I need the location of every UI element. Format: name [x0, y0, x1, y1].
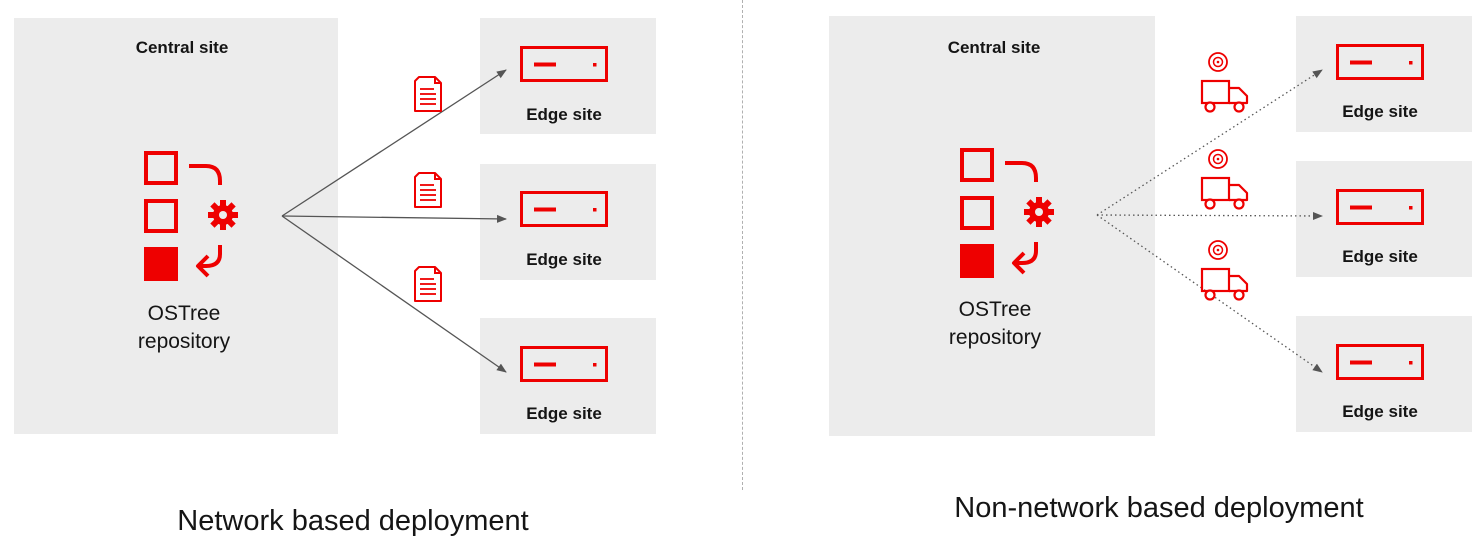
right-edge-site-label-1: Edge site: [1342, 102, 1418, 121]
right-repo-label: OSTree repository: [915, 296, 1075, 352]
right-arrow-2: [1096, 211, 1323, 220]
disc-icon-2: [1208, 149, 1228, 169]
disc-icon-3: [1208, 240, 1228, 260]
left-edge-site-panel-3: [480, 318, 656, 434]
left-central-site-title: Central site: [135, 38, 229, 57]
document-icon-2: [414, 172, 442, 208]
left-edge-site-label-2: Edge site: [526, 250, 602, 269]
right-server-icon-3: [1336, 344, 1424, 380]
right-server-icon-1: [1336, 44, 1424, 80]
document-icon-3: [414, 266, 442, 302]
right-central-site-title: Central site: [947, 38, 1041, 57]
left-arrow-2: [281, 214, 507, 223]
right-arrow-1: [1096, 69, 1323, 216]
left-edge-site-label-3: Edge site: [526, 404, 602, 423]
right-repository-icon: [958, 148, 1056, 280]
right-edge-site-panel-1: [1296, 16, 1472, 132]
left-repository-icon: [142, 151, 240, 283]
left-server-icon-1: [520, 46, 608, 82]
right-arrow-3: [1096, 214, 1323, 373]
panel-divider: [742, 0, 743, 490]
right-server-icon-2: [1336, 189, 1424, 225]
right-edge-site-panel-2: [1296, 161, 1472, 277]
truck-icon-3: [1200, 267, 1249, 301]
document-icon-1: [414, 76, 442, 112]
truck-icon-2: [1200, 176, 1249, 210]
left-server-icon-2: [520, 191, 608, 227]
left-arrow-1: [281, 69, 507, 217]
left-server-icon-3: [520, 346, 608, 382]
left-edge-site-label-1: Edge site: [526, 105, 602, 124]
left-edge-site-panel-1: [480, 18, 656, 134]
left-repo-label: OSTree repository: [104, 300, 264, 356]
left-arrow-3: [281, 215, 507, 373]
right-edge-site-label-3: Edge site: [1342, 402, 1418, 421]
disc-icon-1: [1208, 52, 1228, 72]
left-caption: Network based deployment: [177, 505, 529, 537]
right-repo-label-line2: repository: [948, 326, 1042, 349]
left-repo-label-line2: repository: [137, 330, 231, 353]
truck-icon-1: [1200, 79, 1249, 113]
left-edge-site-panel-2: [480, 164, 656, 280]
right-edge-site-label-2: Edge site: [1342, 247, 1418, 266]
right-edge-site-panel-3: [1296, 316, 1472, 432]
right-repo-label-line1: OSTree: [958, 298, 1032, 321]
left-repo-label-line1: OSTree: [147, 302, 221, 325]
right-caption: Non-network based deployment: [954, 492, 1364, 524]
